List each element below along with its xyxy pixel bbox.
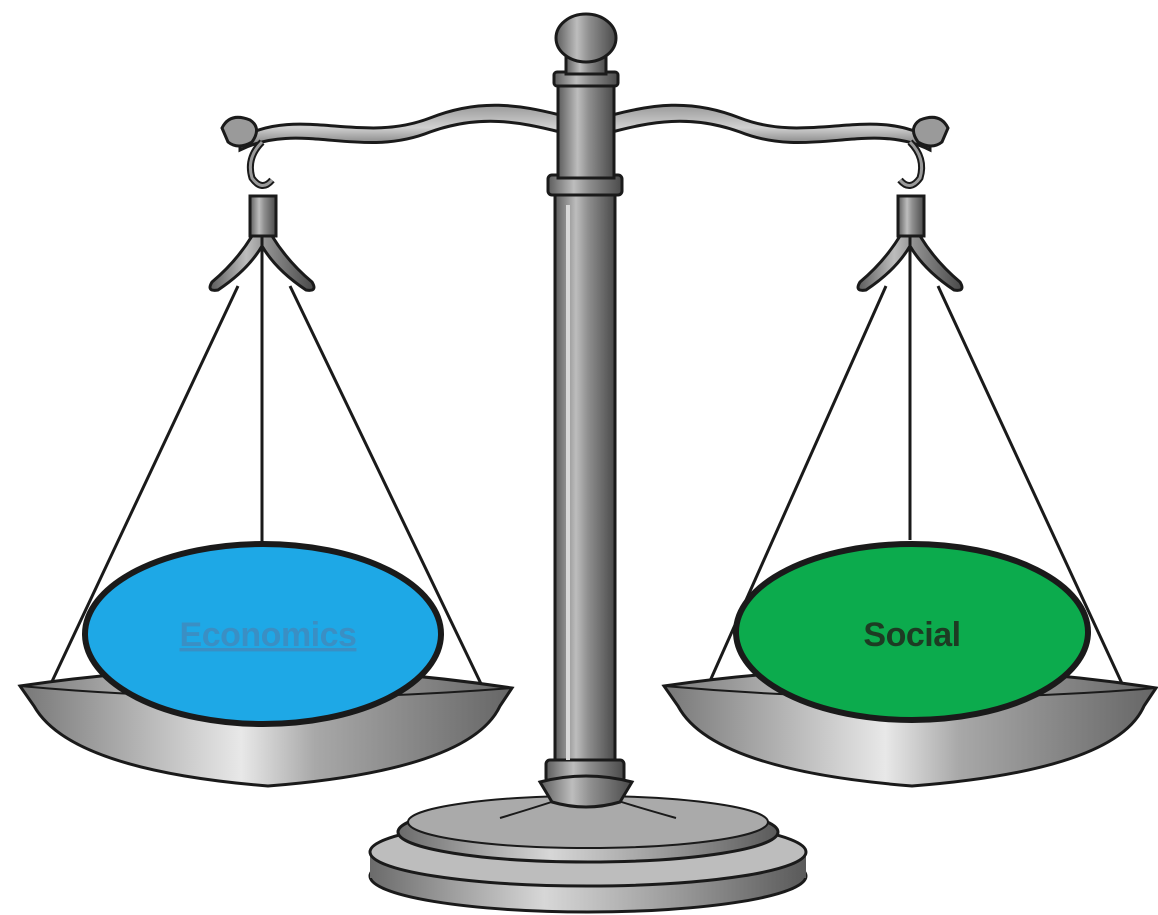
economics-weight: Economics <box>85 544 441 724</box>
social-label: Social <box>863 616 960 654</box>
social-weight: Social <box>736 544 1088 720</box>
scale-beam <box>222 14 948 178</box>
economics-label: Economics <box>180 616 357 654</box>
scale-pillar <box>540 175 632 807</box>
